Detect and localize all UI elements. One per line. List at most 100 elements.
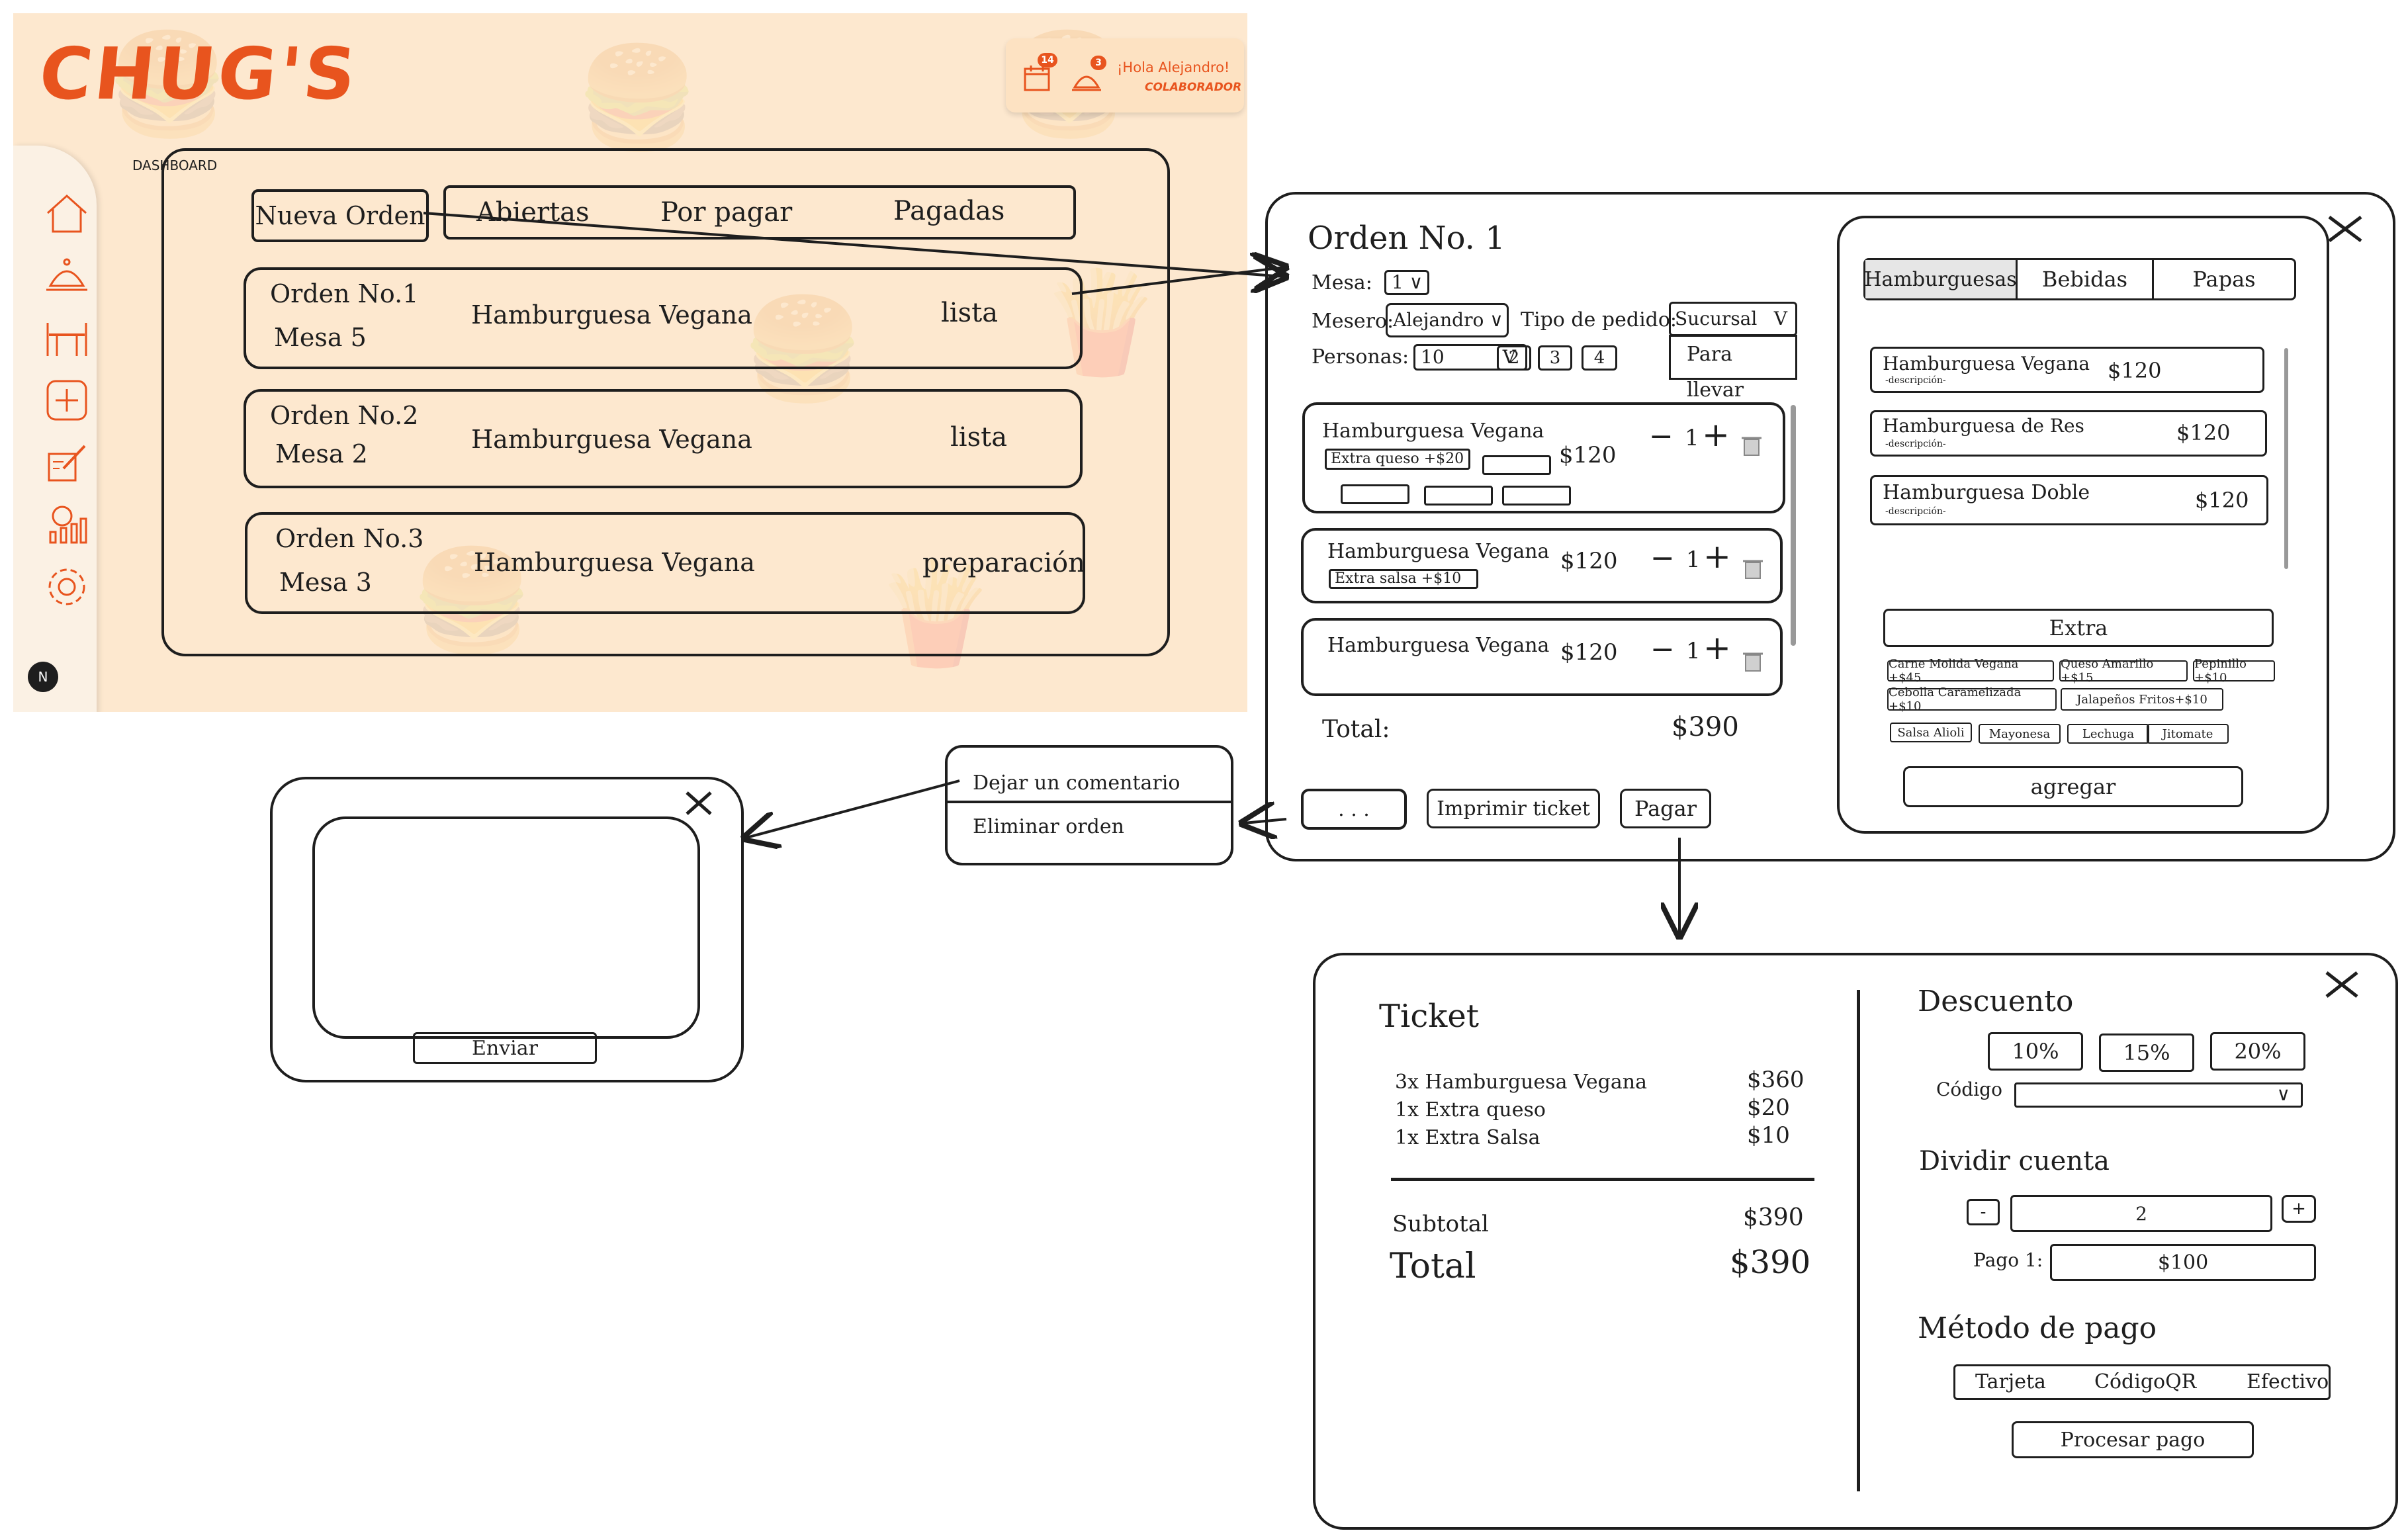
edit-order-icon[interactable] [44,439,90,486]
tab-por-pagar[interactable]: Por pagar [660,197,793,228]
report-chart-icon[interactable] [44,502,90,548]
tipo-pedido-option[interactable]: Para llevar [1669,335,1797,402]
order-card[interactable]: Orden No.1 Mesa 5 Hamburguesa Vegana lis… [244,267,1083,369]
order-total-value: $390 [1672,712,1739,742]
ticket-line-desc: 1x Extra queso [1395,1098,1546,1121]
payment-part-label: Pago 1: [1973,1249,2043,1271]
tab-abiertas[interactable]: Abiertas [476,197,590,228]
order-table: Mesa 3 [279,568,372,597]
method-efectivo[interactable]: Efectivo [2247,1370,2329,1393]
discount-15-button[interactable]: 15% [2099,1033,2194,1072]
extra-option[interactable]: Jalapeños Fritos+$10 [2061,688,2223,711]
extra-header-button[interactable]: Extra [1883,609,2274,647]
menu-product-item[interactable]: Hamburguesa Vegana -descripción- $120 [1870,347,2264,393]
trash-icon[interactable] [1743,557,1763,580]
extra-option[interactable]: Mayonesa [1979,724,2061,744]
personas-quick-button[interactable]: 4 [1582,345,1617,371]
increase-qty-button[interactable]: + [1702,416,1730,454]
discount-code-select[interactable]: ∨ [2014,1082,2303,1108]
add-to-order-button[interactable]: agregar [1903,766,2243,807]
mesero-select[interactable]: Alejandro ∨ [1386,303,1509,337]
personas-quick-button[interactable]: 2 [1497,345,1531,371]
menu-scrollbar[interactable] [2284,348,2288,569]
extra-slot[interactable] [1341,484,1409,504]
extra-slot[interactable] [1482,455,1551,475]
new-order-button[interactable]: Nueva Orden [251,189,429,242]
split-increase-button[interactable]: + [2282,1195,2316,1223]
pay-button[interactable]: Pagar [1620,789,1711,828]
personas-quick-button[interactable]: 3 [1538,345,1572,371]
discount-10-button[interactable]: 10% [1988,1032,2083,1071]
decrease-qty-button[interactable]: − [1650,633,1675,666]
order-card[interactable]: Orden No.3 Mesa 3 Hamburguesa Vegana pre… [245,512,1085,614]
home-icon[interactable] [44,191,90,237]
order-number: Orden No.2 [270,401,419,430]
decrease-qty-button[interactable]: − [1650,541,1675,575]
increase-qty-button[interactable]: + [1703,629,1731,667]
order-card[interactable]: Orden No.2 Mesa 2 Hamburguesa Vegana lis… [244,389,1083,488]
print-ticket-button[interactable]: Imprimir ticket [1427,789,1600,828]
payment-part-input[interactable]: $100 [2050,1244,2316,1281]
method-tarjeta[interactable]: Tarjeta [1975,1370,2046,1393]
increase-qty-button[interactable]: + [1703,537,1731,576]
service-bell-icon[interactable] [44,253,90,299]
payment-method-tabs: Tarjeta CódigoQR Efectivo [1953,1364,2331,1400]
mesa-select[interactable]: 1 ∨ [1384,270,1429,295]
item-extra-tag[interactable]: Extra queso +$20 [1325,449,1470,470]
order-table: Mesa 5 [274,323,367,352]
items-scrollbar[interactable] [1791,405,1796,646]
chevron-down-icon: V [1502,346,1516,368]
split-count-input[interactable]: 2 [2010,1195,2272,1232]
greeting-text: ¡Hola Alejandro! [1117,60,1230,75]
extra-slot[interactable] [1424,486,1493,506]
extra-option[interactable]: Pepinillo +$10 [2193,657,2275,685]
mesa-label: Mesa: [1312,271,1372,294]
split-decrease-button[interactable]: - [1967,1199,2000,1225]
more-options-button[interactable]: . . . [1301,789,1407,830]
close-icon[interactable] [686,791,712,815]
decrease-qty-button[interactable]: − [1649,419,1673,453]
close-icon[interactable] [2328,216,2362,242]
leave-comment-option[interactable]: Dejar un comentario [973,771,1181,795]
extra-option[interactable]: Carne Molida Vegana +$45 [1887,657,2054,685]
extra-slot[interactable] [1502,486,1571,506]
trash-icon[interactable] [1743,650,1763,672]
add-square-icon[interactable] [44,377,90,423]
extra-option[interactable]: Jitomate [2147,724,2229,744]
tab-papas[interactable]: Papas [2192,267,2256,292]
close-icon[interactable] [2325,971,2358,998]
settings-gear-icon[interactable] [44,564,90,610]
comment-textarea[interactable] [312,816,700,1039]
send-comment-button[interactable]: Enviar [413,1032,597,1064]
extra-option[interactable]: Cebolla Caramelizada +$10 [1887,685,2057,713]
product-name: Hamburguesa Doble [1883,481,2090,504]
delete-order-option[interactable]: Eliminar orden [973,815,1124,838]
discount-20-button[interactable]: 20% [2210,1032,2305,1071]
menu-product-item[interactable]: Hamburguesa de Res -descripción- $120 [1870,410,2267,457]
ticket-line-amount: $20 [1747,1094,1790,1121]
method-codigo-qr[interactable]: CódigoQR [2094,1370,2197,1393]
process-payment-button[interactable]: Procesar pago [2012,1421,2254,1458]
code-label: Código [1936,1078,2002,1100]
extra-option[interactable]: Salsa Alioli [1890,723,1972,742]
product-name: Hamburguesa Vegana [1883,353,2090,374]
extra-option[interactable]: Queso Amarillo +$15 [2059,657,2188,685]
fries-pattern-icon: 🍟 [873,556,997,672]
tab-bebidas[interactable]: Bebidas [2018,260,2154,298]
tab-hamburguesas[interactable]: Hamburguesas [1864,260,2018,298]
item-extra-tag[interactable]: Extra salsa +$10 [1329,569,1478,589]
menu-product-item[interactable]: Hamburguesa Doble -descripción- $120 [1870,475,2268,525]
extra-option[interactable]: Lechuga [2067,724,2149,744]
service-bell-icon[interactable] [1072,66,1101,93]
role-text: COLABORADOR [1145,81,1242,94]
tab-pagadas[interactable]: Pagadas [893,196,1005,226]
product-name: Hamburguesa de Res [1883,415,2084,437]
flow-arrow [746,779,960,838]
avatar[interactable]: N [28,662,58,692]
mesa-value: 1 [1392,271,1404,293]
dining-table-icon[interactable] [44,315,90,361]
trash-icon[interactable] [1742,434,1761,457]
